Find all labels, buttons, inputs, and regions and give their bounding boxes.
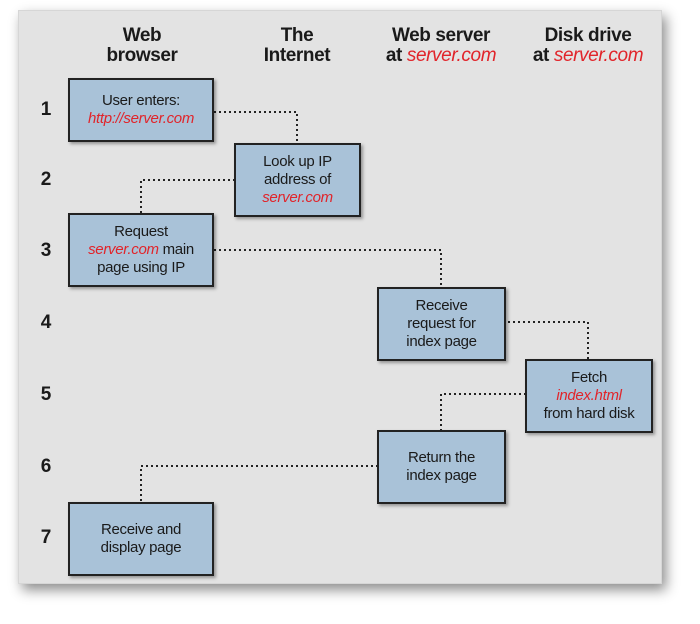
header-line: at server.com — [382, 46, 500, 66]
step-domain: server.com — [88, 241, 159, 258]
connector-5-6 — [440, 393, 526, 431]
header-line: Web — [122, 25, 162, 46]
step-text: request for — [407, 315, 476, 332]
row-number-6: 6 — [40, 456, 52, 477]
header-line: Internet — [263, 45, 331, 66]
column-header-web-server: Web server at server.com — [382, 26, 500, 66]
row-number-2: 2 — [40, 169, 52, 190]
step-text: Return the — [407, 449, 476, 466]
connector-6-7 — [140, 465, 378, 503]
connector-1-2 — [214, 111, 298, 144]
column-header-web-browser: Web browser — [92, 26, 192, 66]
row-number-5: 5 — [40, 384, 52, 405]
connector-2-3 — [140, 179, 235, 214]
step-box-6: Return the index page — [377, 430, 506, 504]
step-text: Request — [114, 223, 168, 240]
step-text: Look up IP — [263, 153, 332, 170]
step-box-1: User enters: http://server.com — [68, 78, 214, 142]
header-domain: server.com — [406, 45, 497, 66]
step-text: User enters: — [101, 92, 181, 109]
step-box-2: Look up IP address of server.com — [234, 143, 361, 217]
step-text: display page — [100, 539, 182, 556]
header-line: browser — [106, 45, 178, 66]
step-text: Fetch — [570, 369, 607, 386]
step-domain: server.com — [262, 189, 333, 206]
step-text: address of — [263, 171, 332, 188]
header-line: Disk drive — [544, 25, 632, 46]
header-line: Web server — [391, 25, 491, 46]
step-text: from hard disk — [543, 405, 635, 422]
header-line: The — [280, 25, 314, 46]
row-number-1: 1 — [40, 99, 52, 120]
header-line: at server.com — [528, 46, 648, 66]
step-text: page using IP — [97, 259, 185, 276]
column-header-internet: The Internet — [245, 26, 349, 66]
connector-3-4 — [214, 249, 442, 288]
header-prefix: at — [532, 45, 554, 66]
step-text: Receive — [415, 297, 468, 314]
step-filename: index.html — [556, 387, 622, 404]
step-text: Receive and — [100, 521, 182, 538]
step-text-rest: main — [158, 241, 195, 258]
step-box-4: Receive request for index page — [377, 287, 506, 361]
step-url: http://server.com — [87, 110, 195, 127]
row-number-4: 4 — [40, 312, 52, 333]
step-box-3: Request server.com main page using IP — [68, 213, 214, 287]
step-box-7: Receive and display page — [68, 502, 214, 576]
row-number-7: 7 — [40, 527, 52, 548]
row-number-3: 3 — [40, 240, 52, 261]
step-text: index page — [406, 467, 477, 484]
step-text: server.com main — [88, 241, 194, 259]
header-prefix: at — [385, 45, 407, 66]
connector-4-5 — [503, 321, 589, 360]
column-header-disk-drive: Disk drive at server.com — [528, 26, 648, 66]
step-box-5: Fetch index.html from hard disk — [525, 359, 653, 433]
header-domain: server.com — [553, 45, 644, 66]
step-text: index page — [406, 333, 477, 350]
